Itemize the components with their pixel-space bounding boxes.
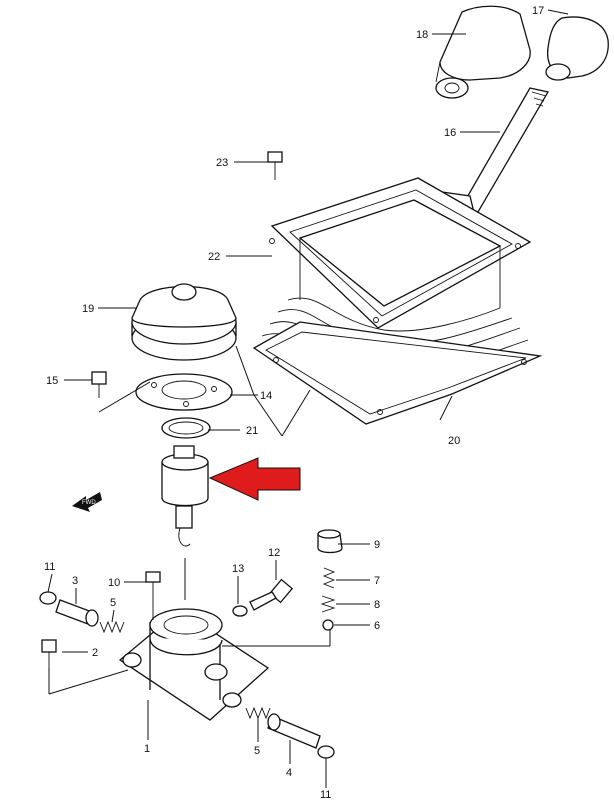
ring-21 bbox=[161, 417, 211, 439]
ball-6 bbox=[322, 619, 334, 631]
leader-lines bbox=[47, 9, 569, 788]
bolt-23 bbox=[267, 151, 283, 180]
callout-19: 19 bbox=[82, 303, 94, 315]
bolt-2 bbox=[41, 639, 57, 668]
callout-20: 20 bbox=[448, 435, 460, 447]
fwd-arrow-icon: FWD bbox=[72, 492, 102, 512]
spring-5-left bbox=[99, 620, 125, 634]
callout-22: 22 bbox=[208, 251, 220, 263]
callout-17: 17 bbox=[532, 5, 544, 17]
callout-23: 23 bbox=[216, 157, 228, 169]
pin-3 bbox=[55, 599, 99, 627]
callout-21: 21 bbox=[246, 425, 258, 437]
callout-9: 9 bbox=[374, 539, 380, 551]
inner-boot-19 bbox=[131, 283, 237, 361]
callout-8: 8 bbox=[374, 599, 380, 611]
callout-4: 4 bbox=[286, 767, 292, 779]
callout-1: 1 bbox=[144, 743, 150, 755]
red-arrow-icon bbox=[208, 457, 301, 501]
callout-3: 3 bbox=[72, 575, 78, 587]
knob-18 bbox=[435, 5, 531, 99]
plug-11-bottom bbox=[317, 745, 335, 759]
bolt-12 bbox=[249, 578, 294, 611]
callout-5-bottom: 5 bbox=[254, 745, 260, 757]
washer-13 bbox=[232, 605, 248, 617]
spring-8 bbox=[320, 595, 336, 613]
callout-12: 12 bbox=[268, 547, 280, 559]
callout-2: 2 bbox=[92, 647, 98, 659]
callout-7: 7 bbox=[374, 575, 380, 587]
fwd-label: FWD bbox=[82, 500, 96, 506]
shift-housing-1 bbox=[118, 608, 270, 721]
bolt-15 bbox=[91, 371, 107, 398]
callout-18: 18 bbox=[416, 29, 428, 41]
callout-16: 16 bbox=[444, 127, 456, 139]
callout-10: 10 bbox=[108, 577, 120, 589]
bolt-10 bbox=[145, 571, 161, 620]
plate-14 bbox=[135, 373, 233, 411]
callout-6: 6 bbox=[374, 620, 380, 632]
callout-15: 15 bbox=[46, 375, 58, 387]
spring-7 bbox=[322, 567, 336, 589]
knob-17 bbox=[545, 16, 609, 81]
callout-5-left: 5 bbox=[110, 597, 116, 609]
callout-labels: 18 17 16 23 22 19 15 14 21 20 9 7 8 6 11… bbox=[44, 5, 544, 800]
plug-11-top bbox=[39, 591, 57, 605]
callout-11-bottom: 11 bbox=[320, 789, 331, 800]
highlighted-bushing bbox=[161, 445, 209, 547]
callout-11-top: 11 bbox=[44, 561, 55, 573]
cap-9 bbox=[317, 529, 343, 554]
callout-13: 13 bbox=[232, 563, 244, 575]
pin-4 bbox=[267, 713, 321, 749]
shift-boot-22-20 bbox=[252, 177, 543, 425]
spring-5-bottom bbox=[245, 706, 271, 720]
callout-14: 14 bbox=[260, 390, 272, 402]
